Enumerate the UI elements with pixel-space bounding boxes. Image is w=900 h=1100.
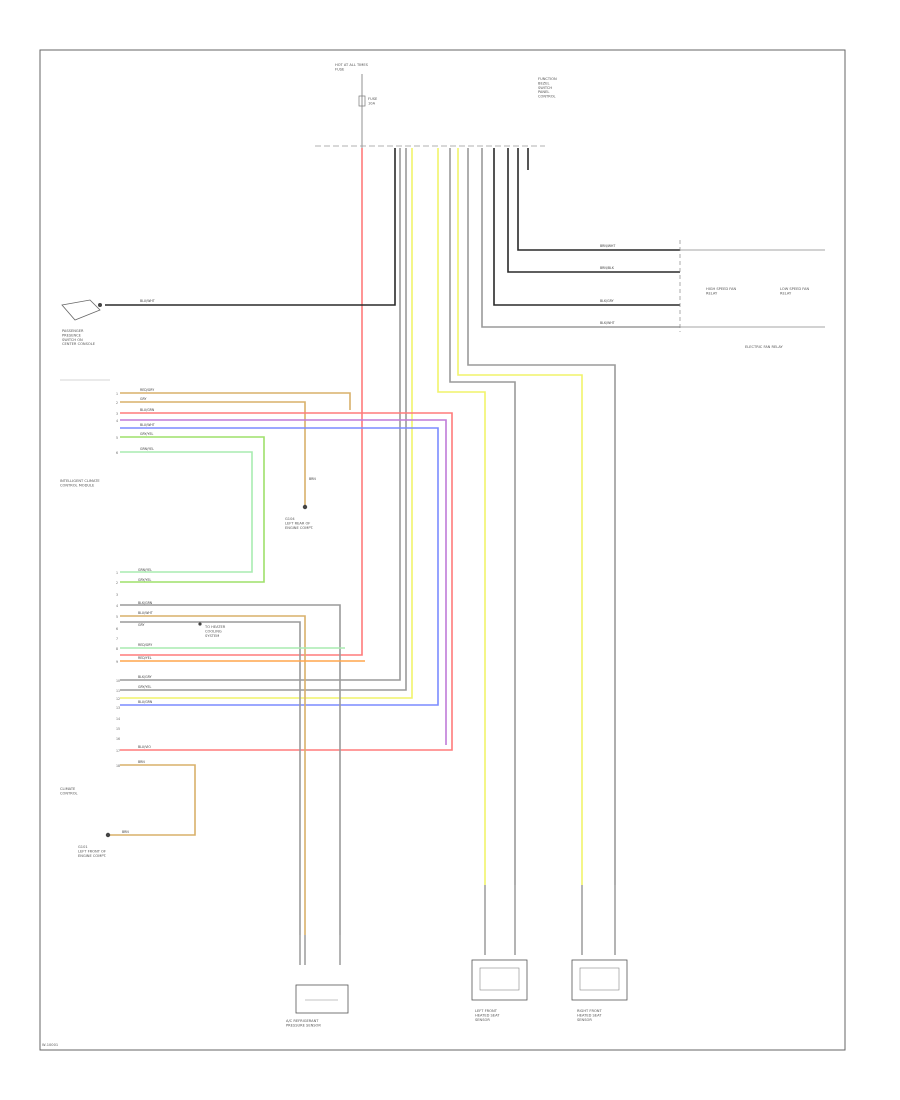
lower-pin-1: 1 (116, 571, 118, 575)
diagram-border (39, 49, 846, 1051)
passenger-switch-icon (61, 299, 102, 321)
ground-mid-wire: BRN (309, 477, 316, 481)
upper-pin-4: 4 (116, 419, 118, 423)
condenser-note-dot (198, 622, 202, 626)
lower-pin-12: 12 (116, 697, 120, 701)
wire-red-power (120, 148, 363, 656)
wire-gray-sensor-right (467, 148, 616, 885)
upper-pin-6: 6 (116, 451, 118, 455)
upper-pin-3: 3 (116, 412, 118, 416)
upper-wire-2: GRY (140, 397, 146, 401)
trunk-wires (105, 148, 680, 885)
upper-block-labels: 1 2 3 4 5 6 RED/GRY GRY BLU/GRN BLU/WHT … (116, 388, 155, 455)
lower-wire-17: BLU/VIO (138, 745, 151, 749)
lower-block-labels: 1 2 3 4 5 6 7 8 9 10 11 12 13 14 15 16 1… (116, 568, 153, 768)
lower-pin-8: 8 (116, 647, 118, 651)
wire-gray-trunk-2 (120, 148, 407, 691)
wire-fan-1 (517, 148, 680, 251)
fan-wire-label-4: BLK/WHT (600, 321, 615, 325)
bottom-connector-ticks (299, 885, 616, 965)
lower-pin-9: 9 (116, 660, 118, 664)
lower-pin-6: 6 (116, 627, 118, 631)
lower-pin-17: 17 (116, 749, 120, 753)
lower-wire-18: BRN (138, 760, 145, 764)
upper-wire-6: GRN/YEL (140, 447, 154, 451)
wire-yellow-sensor-right (457, 148, 583, 885)
lower-wire-2: GRY/YEL (138, 578, 151, 582)
wire-fan-2 (507, 148, 680, 273)
upper-block-wires (120, 392, 453, 751)
lower-pin-5: 5 (116, 615, 118, 619)
upper-wire-5: GRY/YEL (140, 432, 153, 436)
ground-low-wire: BRN (122, 830, 129, 834)
lower-pin-18: 18 (116, 764, 120, 768)
lower-wire-5: BLU/WHT (138, 611, 153, 615)
lower-wire-8: RED/YEL (138, 656, 152, 660)
upper-wire-4: BLU/WHT (140, 423, 155, 427)
lower-pin-3: 3 (116, 593, 118, 597)
lower-pin-11: 11 (116, 689, 120, 693)
lower-pin-10: 10 (116, 679, 120, 683)
lower-pin-2: 2 (116, 581, 118, 585)
lower-pin-14: 14 (116, 717, 120, 721)
wire-fan-4 (481, 148, 680, 328)
lower-wire-11: GRY/YEL (138, 685, 151, 689)
lower-wire-7: RED/GRY (138, 643, 152, 647)
wire-label-pass-sw: BLU/WHT (140, 299, 155, 303)
lower-pin-13: 13 (116, 706, 120, 710)
lower-pin-7: 7 (116, 637, 118, 641)
fan-wire-label-2: BRN/BLK (600, 266, 615, 270)
wire-gray-sensor-left (449, 148, 516, 885)
lower-wire-1: GRN/YEL (138, 568, 152, 572)
lower-pin-4: 4 (116, 604, 118, 608)
wire-black-switch (105, 148, 396, 306)
footer-id: W-10001 (42, 1043, 58, 1047)
upper-wire-1: RED/GRY (140, 388, 154, 392)
upper-wire-3: BLU/GRN (140, 408, 155, 412)
electric-fan-label: ELECTRIC FAN RELAY (745, 345, 784, 349)
ground-mid-icon (302, 504, 308, 510)
fan-wire-label-1: BRN/WHT (600, 244, 615, 248)
lower-wire-4: BLK/GRN (138, 601, 153, 605)
wire-gray-trunk-1 (120, 148, 401, 681)
fan-wire-label-3: BLK/GRY (600, 299, 614, 303)
upper-pin-5: 5 (116, 436, 118, 440)
ground-low-icon (105, 832, 111, 838)
wire-yellow-sensor-left (437, 148, 486, 885)
lower-wire-6: GRY (138, 623, 144, 627)
lower-block-wires (110, 604, 365, 935)
fuse-symbol (358, 95, 366, 107)
bottom-right-component (571, 959, 628, 1001)
lower-pin-15: 15 (116, 727, 120, 731)
bottom-left-component (295, 984, 349, 1014)
lower-wire-12: BLU/GRN (138, 700, 153, 704)
bottom-mid-component (471, 959, 528, 1001)
lower-wire-10: BLK/GRY (138, 675, 152, 679)
wire-yellow-trunk (120, 148, 413, 699)
upper-pin-1: 1 (116, 392, 118, 396)
lower-pin-16: 16 (116, 737, 120, 741)
wire-fan-3 (493, 148, 680, 306)
upper-pin-2: 2 (116, 401, 118, 405)
